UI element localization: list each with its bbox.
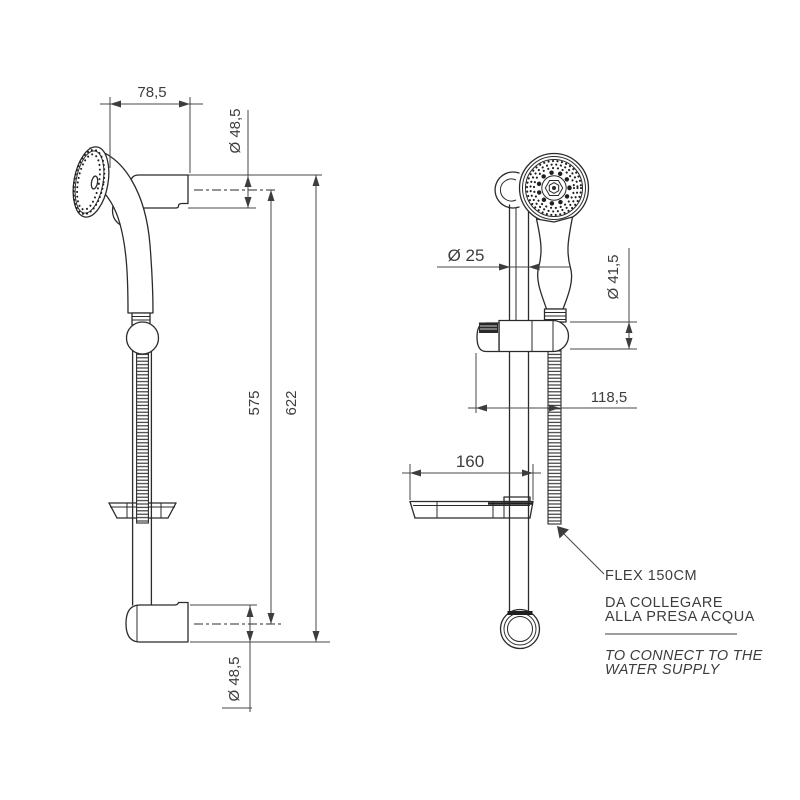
handle-nut-front (543, 308, 567, 323)
slider-holder-side (125, 321, 160, 355)
slider-holder-front (476, 319, 570, 353)
note-english-line1: TO CONNECT TO THE (605, 648, 763, 664)
note-flex: FLEX 150CM (605, 568, 697, 584)
spray-face-side (72, 146, 110, 218)
dim-label-dish-width: 160 (456, 452, 484, 471)
dim-bottom-diameter: Ø 48,5 (222, 605, 254, 712)
side-view: 78,5 Ø 48,5 575 622 Ø (72, 84, 330, 712)
top-bracket-side (130, 174, 189, 209)
bottom-bracket-front (499, 608, 541, 650)
dim-label-bottom-diameter: Ø 48,5 (226, 656, 243, 701)
flex-leader (557, 526, 605, 575)
hose-front (547, 321, 562, 525)
dim-holder-diameter: Ø 41,5 (570, 248, 637, 350)
front-view: Ø 25 Ø 41,5 118,5 160 (402, 152, 763, 678)
soap-dish-front (409, 496, 534, 519)
dim-top-diameter: Ø 48,5 (227, 108, 252, 208)
dim-118-5: 118,5 (468, 353, 637, 413)
dim-label-center-distance: 575 (246, 390, 263, 415)
note-italian-line1: DA COLLEGARE (605, 595, 723, 611)
dim-575: 575 (246, 190, 275, 624)
dim-label-top-diameter: Ø 48,5 (227, 108, 244, 153)
dim-label-holder-depth: 118,5 (591, 389, 627, 406)
dim-label-width: 78,5 (137, 84, 166, 101)
dim-622: 622 (283, 175, 320, 642)
dim-78-5: 78,5 (100, 84, 203, 173)
dim-label-holder-diameter: Ø 41,5 (605, 254, 622, 299)
dim-rail-diameter: Ø 25 (437, 246, 570, 271)
bottom-bracket-side (125, 601, 189, 643)
dim-160: 160 (402, 452, 541, 500)
dim-label-overall: 622 (283, 390, 300, 415)
hand-shower-handle-front (535, 216, 574, 310)
top-bracket-front (494, 171, 520, 209)
hose-side (136, 351, 149, 524)
note-english-line2: WATER SUPPLY (605, 662, 721, 678)
notes-block: FLEX 150CM DA COLLEGARE ALLA PRESA ACQUA… (605, 568, 763, 678)
note-italian-line2: ALLA PRESA ACQUA (605, 609, 755, 625)
shower-head-front (518, 152, 590, 224)
dim-label-rail-diameter: Ø 25 (448, 246, 485, 265)
